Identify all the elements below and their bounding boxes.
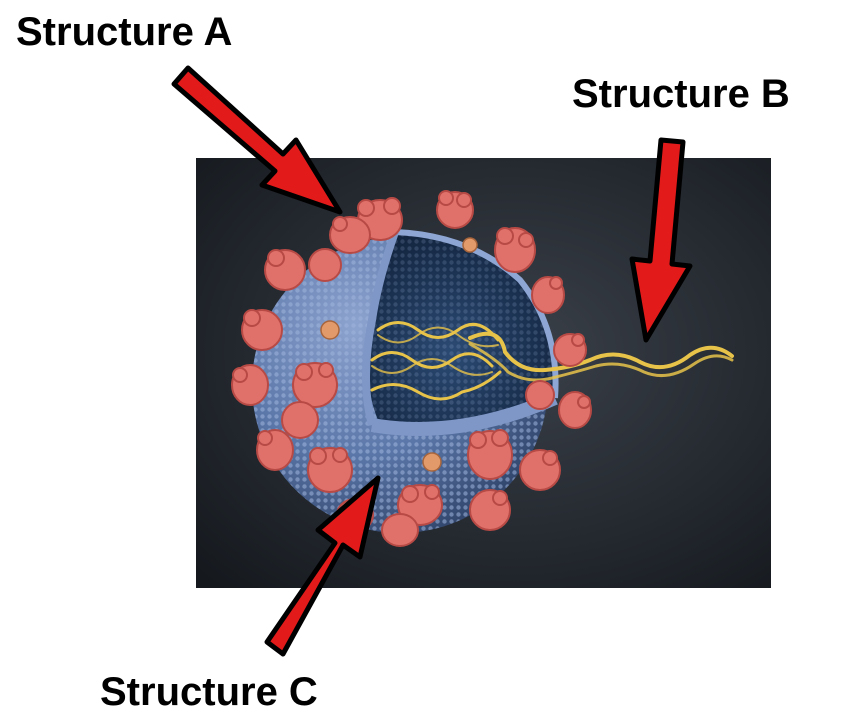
arrow-c	[264, 475, 381, 657]
structure-c-label: Structure C	[100, 670, 318, 714]
rna-strand	[370, 321, 734, 401]
structure-b-label: Structure B	[572, 72, 790, 116]
structure-a-label: Structure A	[16, 10, 233, 54]
arrow-b	[629, 137, 693, 343]
arrow-a	[171, 65, 343, 215]
membrane-proteins	[320, 237, 478, 472]
spike-proteins	[231, 190, 592, 547]
